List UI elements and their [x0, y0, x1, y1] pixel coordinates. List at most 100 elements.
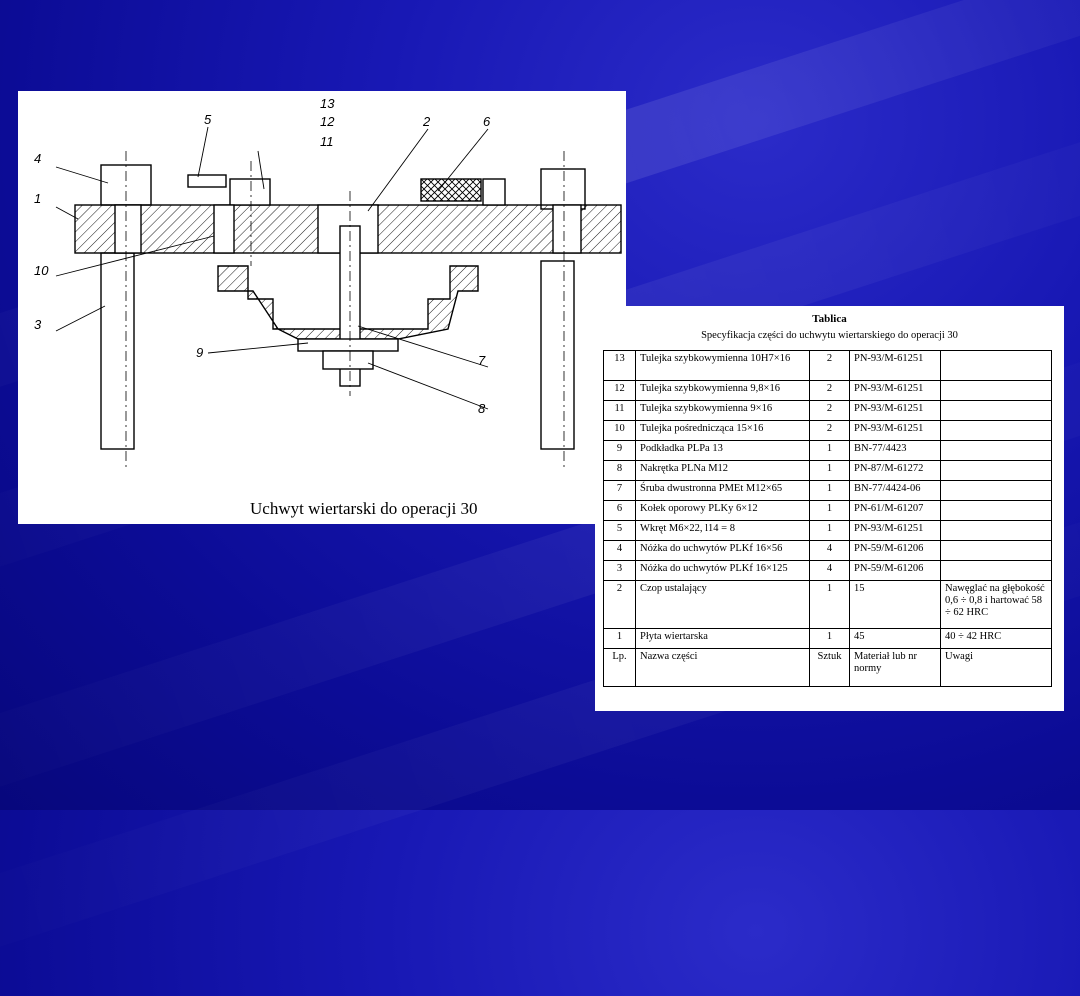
- cell-nazwa: Śruba dwustronna PMEt M12×65: [635, 480, 810, 501]
- right-leg: [540, 260, 575, 450]
- label-13: 13: [320, 96, 335, 111]
- cell-sztuk: 1: [809, 500, 850, 521]
- cell-uwagi: [940, 440, 1052, 461]
- cell-material: PN-59/M-61206: [849, 560, 941, 581]
- cell-sztuk: 1: [809, 628, 850, 649]
- cell-sztuk: 4: [809, 540, 850, 561]
- cell-nazwa: Płyta wiertarska: [635, 628, 810, 649]
- cell-nazwa: Nakrętka PLNa M12: [635, 460, 810, 481]
- label-1: 1: [34, 191, 41, 206]
- cell-nazwa: Nóżka do uchwytów PLKf 16×125: [635, 560, 810, 581]
- cell-material: Materiał lub nr normy: [849, 648, 941, 687]
- cell-nazwa: Nazwa części: [635, 648, 810, 687]
- cell-nazwa: Wkręt M6×22, l14 = 8: [635, 520, 810, 541]
- cell-material: PN-93/M-61251: [849, 380, 941, 401]
- cell-material: PN-93/M-61251: [849, 400, 941, 421]
- cell-lp: 5: [603, 520, 636, 541]
- cell-nazwa: Podkładka PLPa 13: [635, 440, 810, 461]
- cell-material: PN-93/M-61251: [849, 350, 941, 381]
- cell-material: 45: [849, 628, 941, 649]
- cell-uwagi: [940, 500, 1052, 521]
- cell-uwagi: [940, 420, 1052, 441]
- cell-lp: 13: [603, 350, 636, 381]
- cell-sztuk: 1: [809, 440, 850, 461]
- cell-nazwa: Tulejka pośrednicząca 15×16: [635, 420, 810, 441]
- table-subtitle: Specyfikacja części do uchwytu wiertarsk…: [701, 330, 958, 341]
- cell-uwagi: [940, 460, 1052, 481]
- cell-material: BN-77/4423: [849, 440, 941, 461]
- cell-material: PN-93/M-61251: [849, 520, 941, 541]
- cell-uwagi: [940, 540, 1052, 561]
- cell-sztuk: Sztuk: [809, 648, 850, 687]
- label-9: 9: [196, 345, 203, 360]
- label-12: 12: [320, 114, 335, 129]
- cell-nazwa: Tulejka szybkowymienna 10H7×16: [635, 350, 810, 381]
- cell-uwagi: [940, 380, 1052, 401]
- cell-material: PN-59/M-61206: [849, 540, 941, 561]
- locating-body: [217, 265, 479, 340]
- cell-lp: 4: [603, 540, 636, 561]
- cell-sztuk: 4: [809, 560, 850, 581]
- cell-nazwa: Czop ustalający: [635, 580, 810, 629]
- cell-material: PN-87/M-61272: [849, 460, 941, 481]
- cell-uwagi: [940, 350, 1052, 381]
- cell-material: PN-61/M-61207: [849, 500, 941, 521]
- cell-nazwa: Kołek oporowy PLKy 6×12: [635, 500, 810, 521]
- cell-material: 15: [849, 580, 941, 629]
- right-leg-head: [540, 168, 586, 210]
- label-10: 10: [34, 263, 49, 278]
- cell-lp: 12: [603, 380, 636, 401]
- label-5: 5: [204, 112, 212, 127]
- label-2: 2: [422, 114, 431, 129]
- label-8: 8: [478, 401, 486, 416]
- cell-uwagi: [940, 520, 1052, 541]
- cell-material: PN-93/M-61251: [849, 420, 941, 441]
- cell-sztuk: 1: [809, 480, 850, 501]
- label-3: 3: [34, 317, 42, 332]
- cell-lp: 3: [603, 560, 636, 581]
- table-title: Tablica: [812, 313, 847, 325]
- cell-lp: 11: [603, 400, 636, 421]
- cell-nazwa: Nóżka do uchwytów PLKf 16×56: [635, 540, 810, 561]
- label-6: 6: [483, 114, 491, 129]
- cell-sztuk: 1: [809, 460, 850, 481]
- cell-uwagi: Nawęglać na głębokość 0,6 ÷ 0,8 i hartow…: [940, 580, 1052, 629]
- cell-uwagi: Uwagi: [940, 648, 1052, 687]
- cell-lp: 2: [603, 580, 636, 629]
- cell-sztuk: 1: [809, 580, 850, 629]
- stop-pin-block: [420, 178, 482, 202]
- cell-sztuk: 2: [809, 380, 850, 401]
- cell-sztuk: 1: [809, 520, 850, 541]
- cell-lp: 6: [603, 500, 636, 521]
- cell-uwagi: [940, 400, 1052, 421]
- cell-material: BN-77/4424-06: [849, 480, 941, 501]
- cell-lp: 8: [603, 460, 636, 481]
- cell-lp: Lp.: [603, 648, 636, 687]
- cell-nazwa: Tulejka szybkowymienna 9×16: [635, 400, 810, 421]
- cell-sztuk: 2: [809, 420, 850, 441]
- label-4: 4: [34, 151, 41, 166]
- cell-uwagi: [940, 560, 1052, 581]
- drill-jig-drawing: 13 12 11 5 2 6 4 1 10 3 9 7 8: [34, 96, 622, 469]
- drawing-caption: Uchwyt wiertarski do operacji 30: [250, 499, 478, 518]
- drawing-panel: 13 12 11 5 2 6 4 1 10 3 9 7 8 Uchwyt wie…: [18, 91, 626, 524]
- cell-lp: 1: [603, 628, 636, 649]
- spec-table-panel: Tablica Specyfikacja części do uchwytu w…: [595, 306, 1064, 711]
- cell-sztuk: 2: [809, 350, 850, 381]
- cell-lp: 9: [603, 440, 636, 461]
